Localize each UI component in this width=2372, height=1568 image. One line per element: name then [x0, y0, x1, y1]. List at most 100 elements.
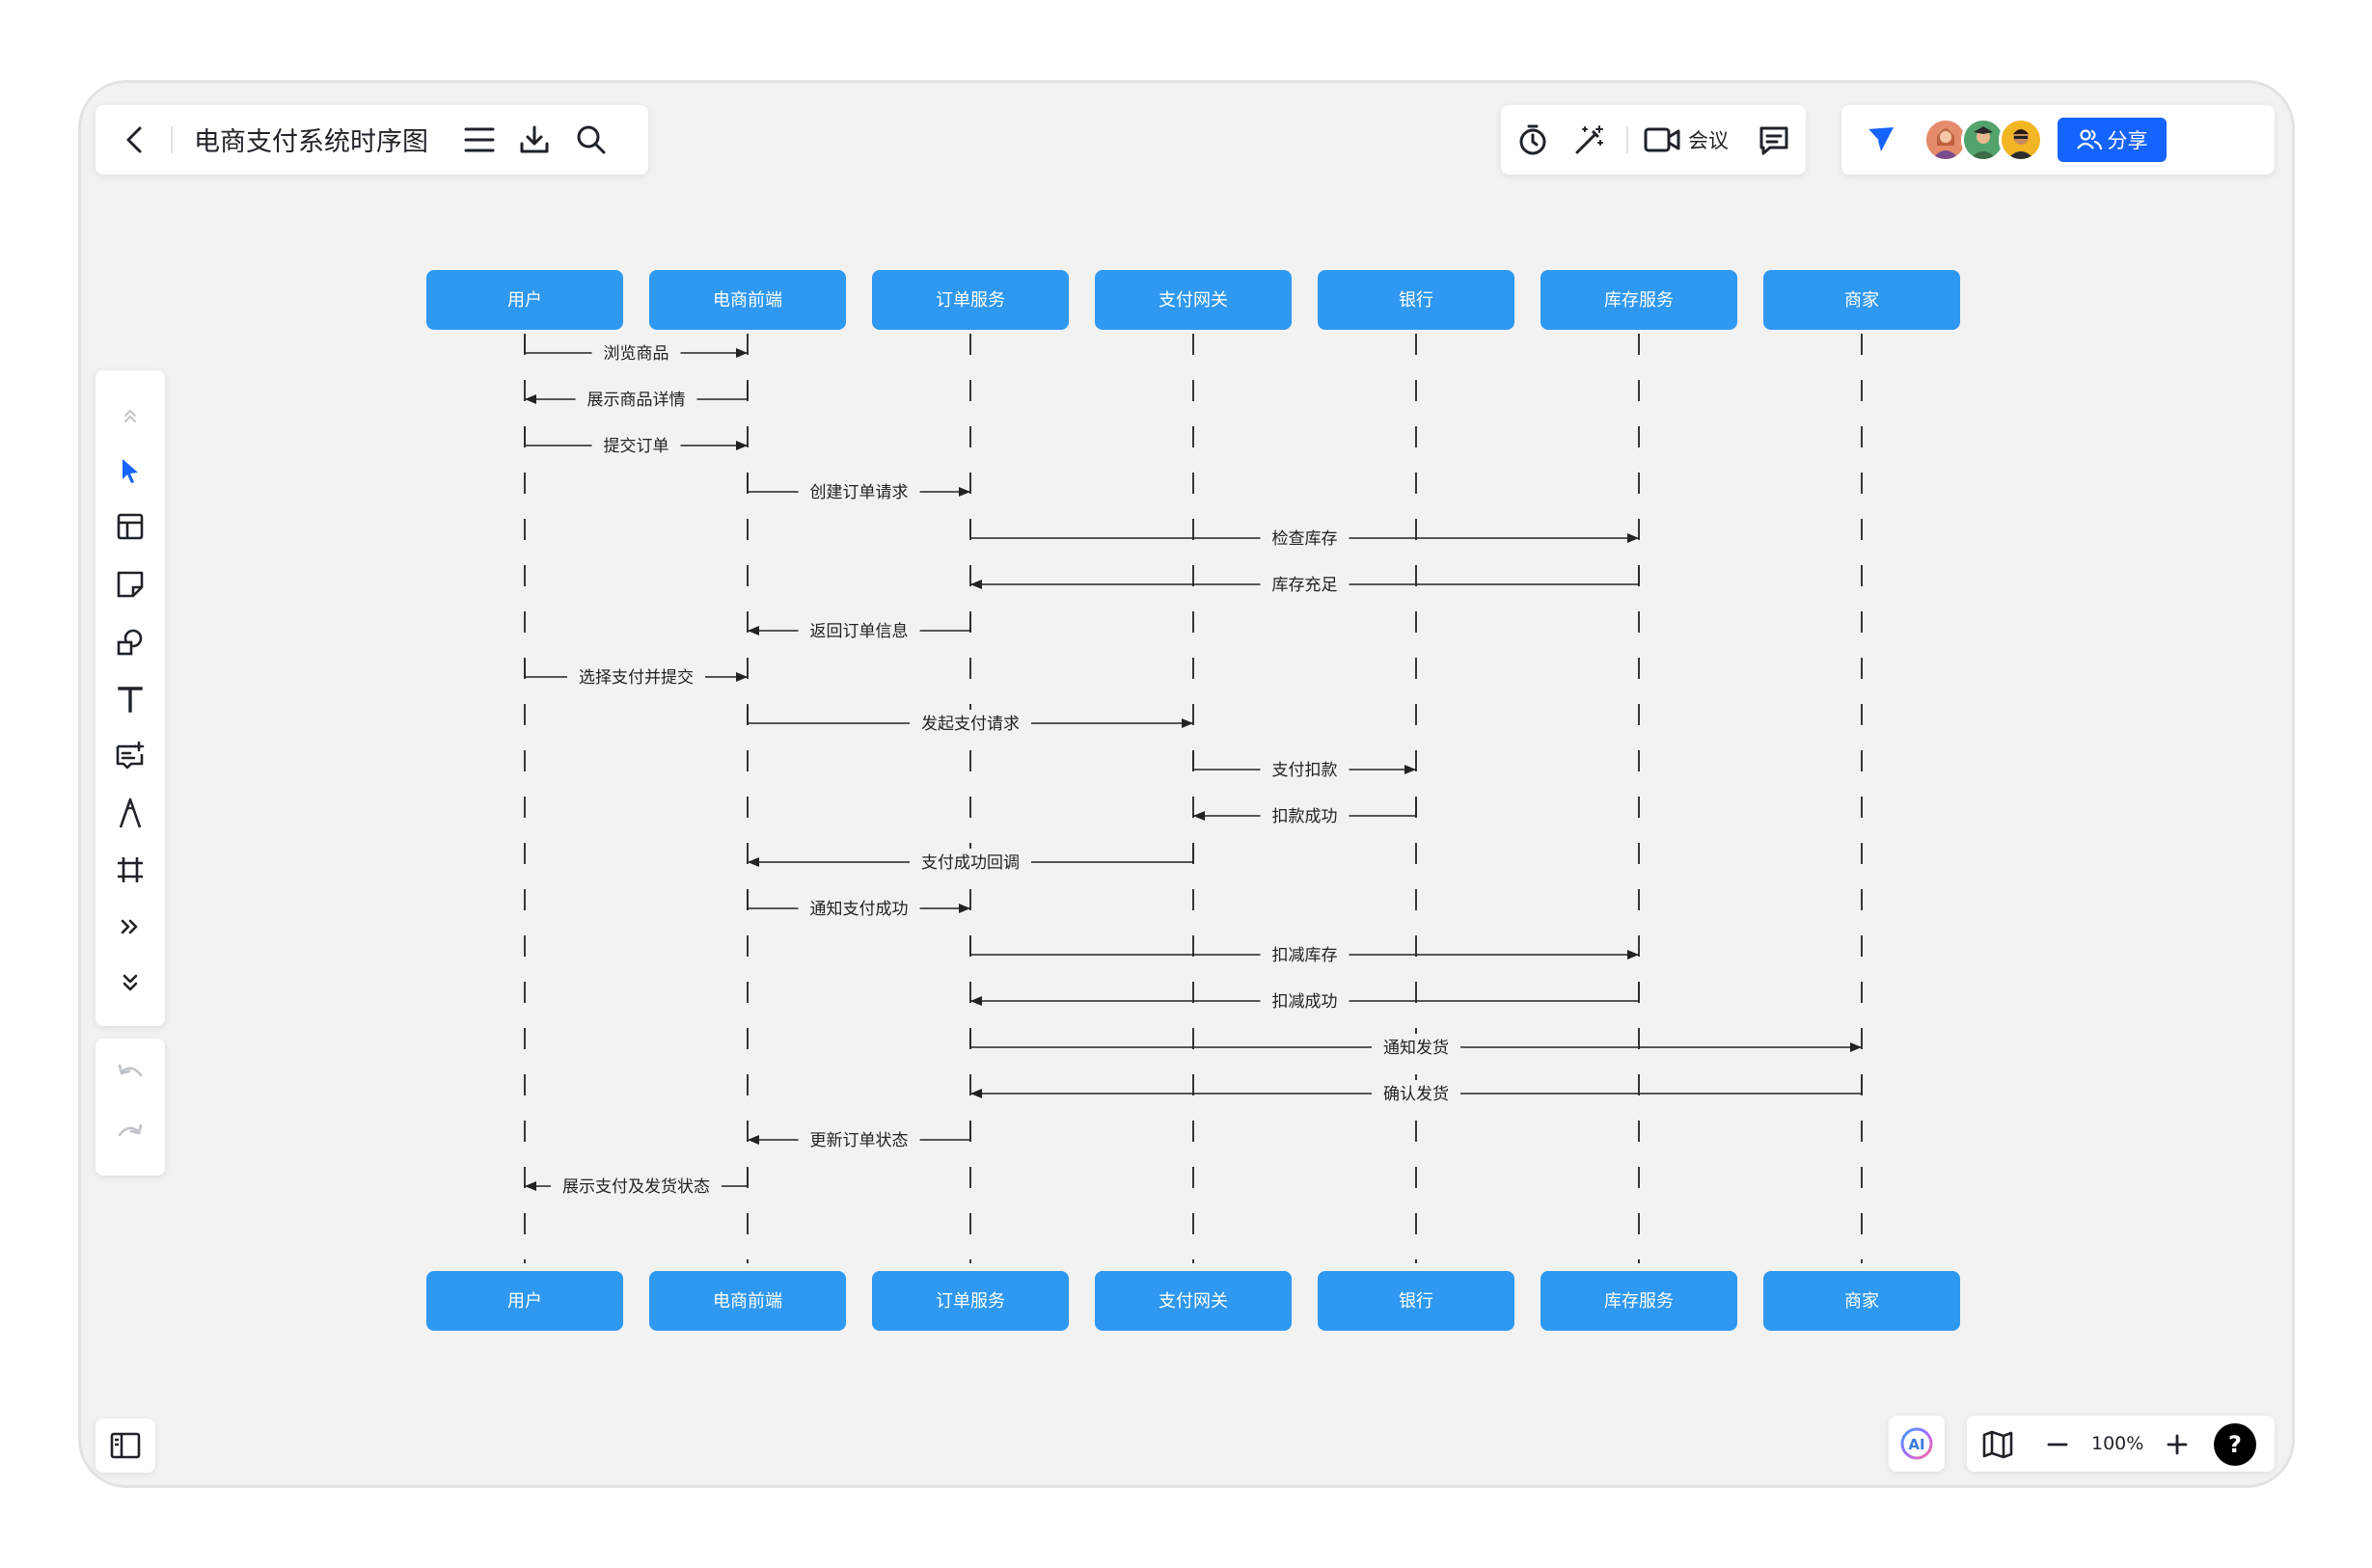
participant-box[interactable]: 用户: [426, 1271, 623, 1331]
avatar[interactable]: [1999, 118, 2043, 162]
participant-box[interactable]: 用户: [426, 270, 623, 330]
page-title[interactable]: 电商支付系统时序图: [194, 127, 428, 157]
participant-box[interactable]: 订单服务: [872, 1271, 1069, 1331]
search-icon[interactable]: [574, 122, 609, 157]
message-arrow[interactable]: 选择支付并提交: [524, 660, 748, 690]
message-arrow[interactable]: 库存充足: [970, 567, 1640, 598]
message-label: 确认发货: [1383, 1085, 1449, 1104]
message-arrow[interactable]: 扣减成功: [970, 984, 1640, 1014]
zoom-level[interactable]: 100%: [2091, 1433, 2144, 1454]
message-arrow[interactable]: 返回订单信息: [748, 613, 971, 644]
participant-box[interactable]: 商家: [1763, 1271, 1960, 1331]
message-arrow[interactable]: 扣减库存: [969, 937, 1639, 968]
back-arrow-icon[interactable]: [117, 122, 151, 157]
frame-tool-icon[interactable]: [95, 848, 165, 892]
message-label: 展示支付及发货状态: [562, 1177, 710, 1197]
collapse-up-icon[interactable]: [95, 393, 165, 438]
avatar[interactable]: [1961, 118, 2005, 162]
message-arrow[interactable]: 提交订单: [524, 428, 748, 459]
participant-box[interactable]: 库存服务: [1540, 270, 1737, 330]
zoom-out-icon[interactable]: [2040, 1427, 2075, 1462]
message-label: 创建订单请求: [810, 483, 909, 502]
pen-tool-icon[interactable]: [95, 791, 165, 835]
message-label: 支付成功回调: [921, 853, 1020, 873]
participant-label: 电商前端: [713, 1291, 782, 1311]
message-arrow[interactable]: 检查库存: [969, 521, 1639, 552]
message-arrow[interactable]: 浏览商品: [524, 336, 748, 366]
comment-add-icon[interactable]: [95, 733, 165, 777]
message-arrow[interactable]: 创建订单请求: [747, 474, 970, 505]
message-label: 选择支付并提交: [579, 668, 694, 688]
participant-box[interactable]: 订单服务: [872, 270, 1069, 330]
layout-template-icon[interactable]: [95, 504, 165, 549]
meeting-button[interactable]: 会议: [1644, 122, 1729, 157]
participant-label: 电商前端: [713, 290, 782, 311]
map-icon[interactable]: [1980, 1427, 2015, 1462]
participant-box[interactable]: 电商前端: [649, 270, 846, 330]
download-icon[interactable]: [517, 122, 552, 157]
follow-cursor-icon[interactable]: [1864, 122, 1898, 157]
message-arrow[interactable]: 展示支付及发货状态: [525, 1169, 749, 1200]
message-label: 浏览商品: [604, 344, 669, 364]
message-arrow[interactable]: 展示商品详情: [525, 382, 749, 413]
participant-label: 商家: [1844, 290, 1879, 311]
message-label: 通知支付成功: [810, 900, 909, 919]
message-label: 通知发货: [1383, 1039, 1449, 1058]
participant-label: 订单服务: [936, 290, 1005, 311]
message-arrow[interactable]: 更新订单状态: [748, 1122, 971, 1153]
redo-icon[interactable]: [95, 1110, 165, 1154]
zoom-controls: 100% ?: [1967, 1416, 2275, 1472]
ai-assistant-button[interactable]: AI: [1889, 1416, 1945, 1472]
message-arrow[interactable]: 支付扣款: [1192, 752, 1416, 783]
sticky-note-icon[interactable]: [95, 562, 165, 607]
message-label: 扣减库存: [1272, 946, 1338, 965]
menu-icon[interactable]: [462, 122, 497, 157]
more-tools-icon[interactable]: [95, 905, 165, 949]
undo-icon[interactable]: [95, 1050, 165, 1095]
participant-box[interactable]: 库存服务: [1540, 1271, 1737, 1331]
divider: [171, 126, 173, 153]
participant-label: 支付网关: [1159, 290, 1228, 311]
message-arrow[interactable]: 确认发货: [970, 1076, 1863, 1107]
message-arrow[interactable]: 支付成功回调: [748, 845, 1194, 876]
title-bar: 电商支付系统时序图: [95, 105, 648, 175]
participant-box[interactable]: 银行: [1318, 1271, 1514, 1331]
participant-box[interactable]: 支付网关: [1095, 1271, 1292, 1331]
message-arrow[interactable]: 发起支付请求: [747, 706, 1193, 737]
participant-box[interactable]: 电商前端: [649, 1271, 846, 1331]
collapse-down-icon[interactable]: [95, 960, 165, 1005]
select-pointer-icon[interactable]: [95, 448, 165, 493]
ai-badge-text: AI: [1908, 1436, 1924, 1453]
ai-assistant-icon: AI: [1900, 1427, 1933, 1460]
participant-box[interactable]: 银行: [1318, 270, 1514, 330]
message-label: 发起支付请求: [921, 715, 1020, 734]
participant-label: 用户: [507, 290, 542, 311]
comment-icon[interactable]: [1757, 122, 1791, 157]
magic-wand-icon[interactable]: [1572, 122, 1607, 157]
message-arrow[interactable]: 扣款成功: [1193, 798, 1417, 829]
timer-icon[interactable]: [1515, 122, 1550, 157]
sidebar-toggle[interactable]: [95, 1419, 155, 1473]
participant-box[interactable]: 支付网关: [1095, 270, 1292, 330]
video-icon: [1644, 126, 1680, 153]
zoom-in-icon[interactable]: [2160, 1427, 2195, 1462]
participant-label: 支付网关: [1159, 1291, 1228, 1311]
message-label: 更新订单状态: [810, 1131, 909, 1150]
message-label: 支付扣款: [1272, 761, 1338, 780]
message-label: 扣款成功: [1272, 807, 1338, 826]
participant-label: 银行: [1399, 290, 1433, 311]
participant-label: 库存服务: [1604, 1291, 1674, 1311]
share-button[interactable]: 分享: [2058, 118, 2167, 162]
message-label: 展示商品详情: [587, 391, 686, 410]
message-label: 检查库存: [1272, 529, 1338, 549]
shapes-icon[interactable]: [95, 620, 165, 664]
message-arrow[interactable]: 通知发货: [969, 1030, 1862, 1061]
participant-box[interactable]: 商家: [1763, 270, 1960, 330]
participant-label: 银行: [1399, 1291, 1433, 1311]
users-icon: [2076, 129, 2102, 150]
help-icon[interactable]: ?: [2214, 1423, 2256, 1466]
message-arrow[interactable]: 通知支付成功: [747, 891, 970, 922]
avatar[interactable]: [1923, 118, 1968, 162]
text-tool-icon[interactable]: [95, 677, 165, 721]
